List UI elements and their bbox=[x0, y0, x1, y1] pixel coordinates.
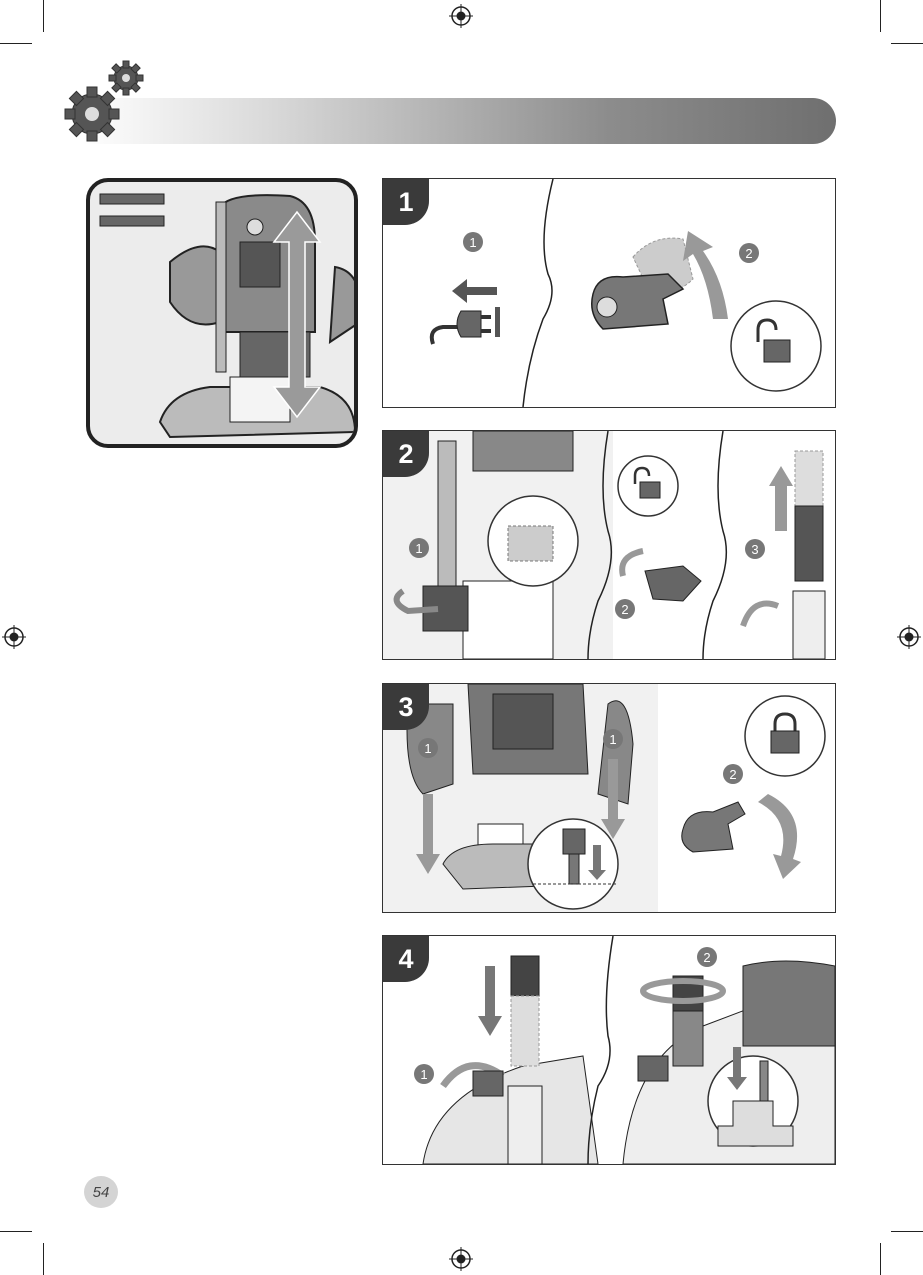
registration-mark-icon bbox=[449, 1247, 473, 1271]
crop-mark bbox=[891, 1231, 923, 1232]
crop-mark bbox=[0, 1231, 32, 1232]
crop-mark bbox=[880, 0, 881, 32]
step-marker: 2 bbox=[739, 243, 759, 263]
crop-mark bbox=[43, 0, 44, 32]
crop-mark bbox=[880, 1243, 881, 1275]
step-1-illustration bbox=[383, 179, 835, 407]
step-4-illustration bbox=[383, 936, 835, 1164]
registration-mark-icon bbox=[897, 625, 921, 649]
step-2-illustration bbox=[383, 431, 835, 659]
header-banner bbox=[82, 98, 836, 144]
unplug-icon bbox=[432, 279, 500, 344]
lock-lever-unlocked bbox=[592, 238, 693, 329]
step-marker: 1 bbox=[409, 538, 429, 558]
router-overview-illustration bbox=[90, 182, 354, 444]
gears-icon bbox=[60, 56, 150, 146]
step-marker: 1 bbox=[603, 729, 623, 749]
crop-mark bbox=[891, 43, 923, 44]
step-4-panel: 4 1 2 bbox=[382, 935, 836, 1165]
page-number: 54 bbox=[84, 1176, 118, 1208]
crop-mark bbox=[0, 43, 32, 44]
step-marker: 1 bbox=[414, 1064, 434, 1084]
step-marker: 2 bbox=[697, 947, 717, 967]
step-2-panel: 2 1 2 3 bbox=[382, 430, 836, 660]
step-marker: 1 bbox=[418, 738, 438, 758]
overview-box bbox=[86, 178, 358, 448]
step-marker: 2 bbox=[723, 764, 743, 784]
step-3-panel: 3 1 1 2 bbox=[382, 683, 836, 913]
crop-mark bbox=[43, 1243, 44, 1275]
step-1-panel: 1 1 2 bbox=[382, 178, 836, 408]
step-marker: 2 bbox=[615, 599, 635, 619]
step-3-illustration bbox=[383, 684, 835, 912]
registration-mark-icon bbox=[2, 625, 26, 649]
step-marker: 3 bbox=[745, 539, 765, 559]
registration-mark-icon bbox=[449, 4, 473, 28]
step-marker: 1 bbox=[463, 232, 483, 252]
